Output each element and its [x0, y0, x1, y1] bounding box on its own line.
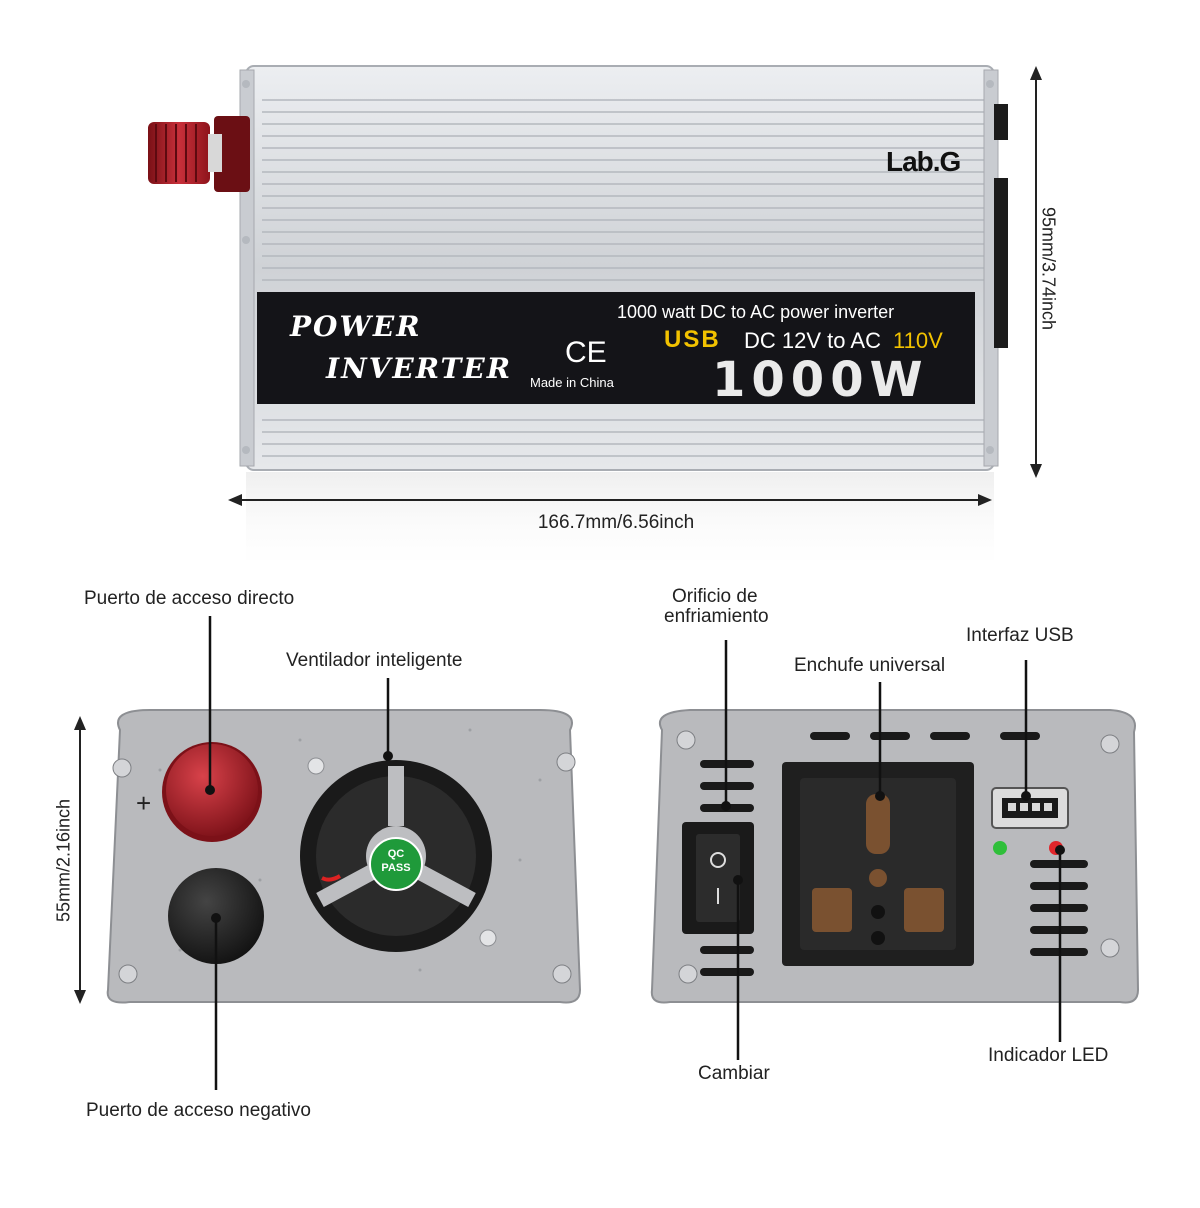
callout-led-indicator: Indicador LED	[988, 1045, 1109, 1066]
ce-mark: CE	[565, 336, 607, 369]
big-rating: 1000W	[712, 352, 929, 408]
power-title-line1: POWER	[290, 310, 422, 343]
height-dimension: 95mm/3.74inch	[1038, 206, 1059, 331]
watermark-logo: Lab.G	[886, 146, 961, 177]
ac-side-view: Orificio de enfriamiento Enchufe univers…	[600, 560, 1200, 1208]
callout-direct-port: Puerto de acceso directo	[84, 588, 295, 609]
callout-usb-interface: Interfaz USB	[966, 625, 1074, 646]
fan-badge-line2: PASS	[381, 862, 411, 874]
fan-badge-line1: QC	[387, 848, 405, 860]
power-title-line2: INVERTER	[326, 352, 512, 385]
plus-sign: +	[136, 788, 152, 818]
usb-label: USB	[664, 326, 721, 353]
callout-cooling-hole-line1: Orificio de	[672, 586, 758, 607]
callout-switch: Cambiar	[698, 1063, 770, 1084]
dc-side-drawing	[74, 616, 582, 1090]
inverter-top-view: Lab.G POWER INVERTER CE Made in China 10…	[0, 0, 1200, 560]
made-in-label: Made in China	[530, 375, 614, 390]
voltage-ac: 110V	[893, 328, 943, 353]
callout-smart-fan: Ventilador inteligente	[286, 650, 463, 671]
callout-negative-port: Puerto de acceso negativo	[86, 1100, 311, 1121]
depth-dimension: 55mm/2.16inch	[53, 798, 74, 923]
callout-universal-socket: Enchufe universal	[794, 655, 946, 676]
dc-side-view: + QC PASS Puerto de acceso directo Venti…	[0, 560, 600, 1208]
ac-side-drawing	[650, 640, 1140, 1060]
callout-cooling-hole-line2: enfriamiento	[664, 606, 769, 627]
voltage-dc: DC 12V to AC	[744, 328, 881, 353]
width-dimension: 166.7mm/6.56inch	[537, 512, 695, 533]
spec-line: 1000 watt DC to AC power inverter	[617, 302, 895, 322]
inverter-top-drawing	[148, 65, 1042, 560]
